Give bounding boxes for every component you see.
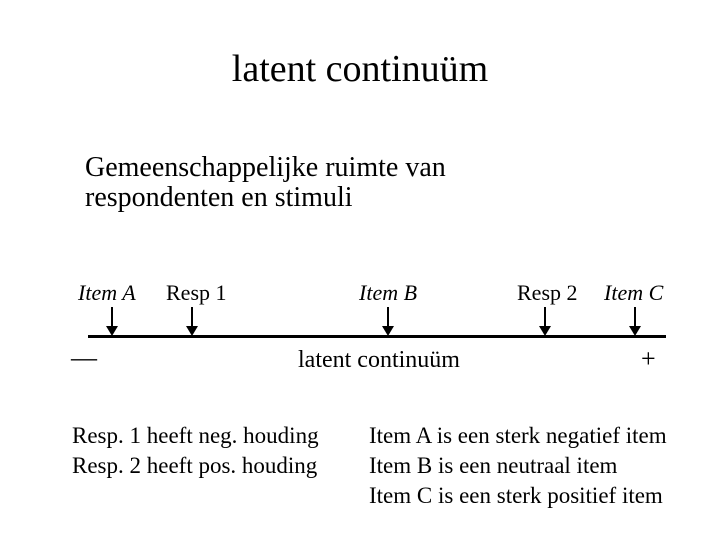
arrow-stem (191, 307, 193, 326)
arrow-head (106, 326, 118, 336)
item-c-label: Item C (604, 280, 664, 305)
continuum-axis-line (88, 335, 666, 338)
notes-left: Resp. 1 heeft neg. houding Resp. 2 heeft… (72, 421, 319, 481)
arrow-stem (634, 307, 636, 326)
item-a-label: Item A (78, 280, 136, 305)
resp-1-arrow-down-icon (186, 307, 198, 336)
note-item-c: Item C is een sterk positief item (369, 483, 663, 508)
item-b-arrow-down-icon (382, 307, 394, 336)
arrow-stem (544, 307, 546, 326)
notes-right: Item A is een sterk negatief item Item B… (369, 421, 667, 511)
arrow-head (382, 326, 394, 336)
slide-title: latent continuüm (231, 48, 489, 90)
arrow-head (186, 326, 198, 336)
positive-pole-symbol: + (641, 344, 656, 373)
resp-1-label: Resp 1 (166, 280, 227, 305)
item-a-arrow-down-icon (106, 307, 118, 336)
note-resp-1: Resp. 1 heeft neg. houding (72, 423, 319, 448)
subtitle: Gemeenschappelijke ruimte van respondent… (85, 153, 446, 213)
note-item-b: Item B is een neutraal item (369, 453, 618, 478)
note-item-a: Item A is een sterk negatief item (369, 423, 667, 448)
subtitle-line-1: Gemeenschappelijke ruimte van (85, 152, 446, 183)
note-resp-2: Resp. 2 heeft pos. houding (72, 453, 318, 478)
item-b-label: Item B (359, 280, 418, 305)
resp-2-label: Resp 2 (517, 280, 578, 305)
negative-pole-symbol: — (71, 343, 97, 372)
item-c-arrow-down-icon (629, 307, 641, 336)
arrow-stem (111, 307, 113, 326)
continuum-axis-label: latent continuüm (298, 347, 460, 373)
resp-2-arrow-down-icon (539, 307, 551, 336)
arrow-stem (387, 307, 389, 326)
arrow-head (629, 326, 641, 336)
arrow-head (539, 326, 551, 336)
subtitle-line-2: respondenten en stimuli (85, 182, 353, 213)
